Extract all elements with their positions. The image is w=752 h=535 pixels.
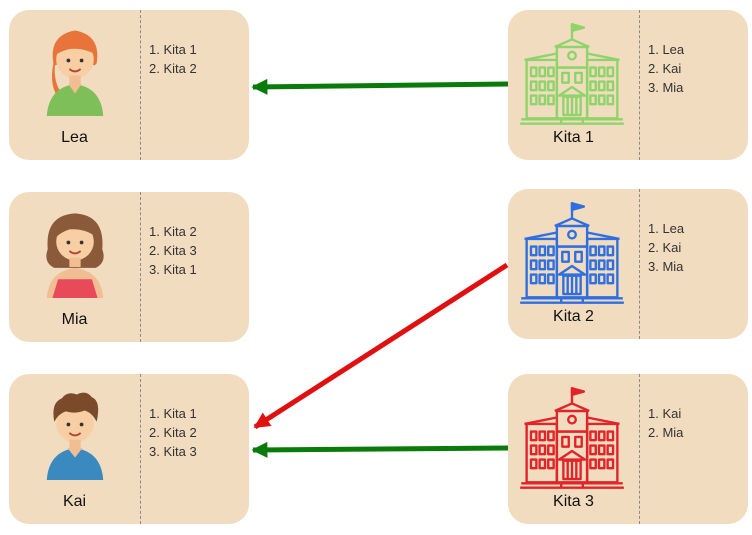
boy-avatar-icon: [46, 392, 104, 480]
child-name: Lea: [61, 129, 88, 146]
kita-preference-list: 1. Lea 2. Kai 3. Mia: [648, 40, 684, 97]
kita-name: Kita 2: [553, 308, 594, 325]
preference-item: 1. Kita 1: [149, 406, 197, 421]
kita-name: Kita 1: [553, 129, 594, 146]
kita-card-2: Kita 2 1. Lea 2. Kai 3. Mia: [508, 189, 748, 339]
preference-item: 2. Kai: [648, 240, 682, 255]
preference-item: 1. Kita 1: [149, 42, 197, 57]
preference-item: 1. Lea: [648, 42, 685, 57]
preference-item: 2. Kita 3: [149, 243, 197, 258]
arrow-kita2-to-kai: [253, 262, 509, 430]
child-name: Kai: [62, 493, 87, 510]
kita-preference-list: 1. Kai 2. Mia: [648, 404, 683, 442]
preference-item: 3. Kita 1: [149, 262, 197, 277]
child-preference-list: 1. Kita 1 2. Kita 2 3. Kita 3: [149, 404, 197, 461]
child-card-mia: Mia 1. Kita 2 2. Kita 3 3. Kita 1: [9, 192, 249, 342]
card-divider: [639, 189, 640, 339]
preference-item: 2. Kita 2: [149, 61, 197, 76]
card-divider: [140, 10, 141, 160]
child-name: Mia: [61, 311, 88, 328]
girl-orange-hair-avatar-icon: [46, 30, 104, 116]
girl-brown-hair-avatar-icon: [46, 213, 104, 298]
preference-item: 1. Lea: [648, 221, 685, 236]
child-card-lea: Lea 1. Kita 1 2. Kita 2: [9, 10, 249, 160]
preference-item: 3. Mia: [648, 259, 684, 274]
preference-item: 2. Mia: [648, 425, 684, 440]
kita-card-1: Kita 1 1. Lea 2. Kai 3. Mia: [508, 10, 748, 160]
kita-name: Kita 3: [553, 493, 594, 510]
preference-item: 2. Kita 2: [149, 425, 197, 440]
preference-item: 3. Kita 3: [149, 444, 197, 459]
child-preference-list: 1. Kita 1 2. Kita 2: [149, 40, 197, 78]
kita-card-3: Kita 3 1. Kai 2. Mia: [508, 374, 748, 524]
kita-preference-list: 1. Lea 2. Kai 3. Mia: [648, 219, 684, 276]
card-divider: [140, 374, 141, 524]
card-divider: [140, 192, 141, 342]
arrow-kita3-to-kai: [251, 441, 509, 458]
preference-item: 2. Kai: [648, 61, 682, 76]
child-preference-list: 1. Kita 2 2. Kita 3 3. Kita 1: [149, 222, 197, 279]
card-divider: [639, 10, 640, 160]
preference-item: 3. Mia: [648, 80, 684, 95]
preference-item: 1. Kai: [648, 406, 682, 421]
arrow-kita1-to-lea: [251, 78, 509, 95]
preference-item: 1. Kita 2: [149, 224, 197, 239]
child-card-kai: Kai 1. Kita 1 2. Kita 2 3. Kita 3: [9, 374, 249, 524]
card-divider: [639, 374, 640, 524]
